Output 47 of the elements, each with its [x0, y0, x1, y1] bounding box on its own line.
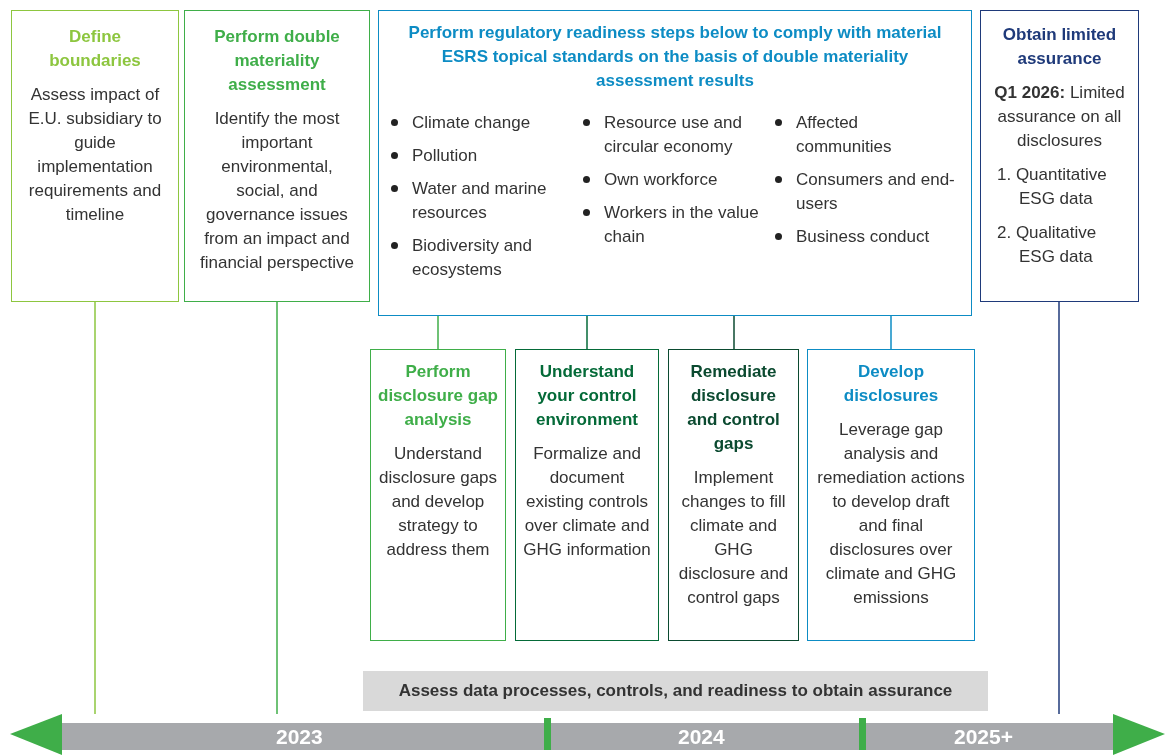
- year-label: 2023: [276, 724, 323, 750]
- step-description: Understand disclosure gaps and develop strategy to address them: [377, 443, 499, 561]
- step-description: Identify the most important environmental, social, and governance issues from an impact and financial perspective: [199, 108, 355, 274]
- step-title: Remediate disclosure and control gaps: [686, 361, 781, 455]
- step-title: Define boundaries: [48, 26, 142, 72]
- step-box: [668, 349, 799, 641]
- list-item: 1. Quantitative ESG data: [997, 164, 1108, 210]
- step-title: Obtain limited assurance: [1001, 24, 1118, 70]
- list-item: 2. Qualitative ESG data: [997, 222, 1098, 268]
- list-item: Biodiversity and ecosystems: [412, 235, 533, 281]
- step-box: [370, 349, 506, 641]
- step-box: [378, 10, 972, 316]
- step-box: [807, 349, 975, 641]
- step-box: [515, 349, 659, 641]
- step-title: Understand your control environment: [535, 361, 639, 431]
- connector-line: [94, 301, 96, 715]
- list-item: Business conduct: [796, 226, 930, 248]
- step-box: [980, 10, 1139, 302]
- step-description: Assess impact of E.U. subsidiary to guide implementation requirements and timeline: [27, 84, 163, 226]
- list-item: Workers in the value chain: [604, 202, 760, 248]
- year-label: 2025+: [954, 724, 1013, 750]
- step-title: Perform regulatory readiness steps below to comply with material ESRS topical standards on the basis of double materiality assessment results: [407, 22, 943, 92]
- list-item: Own workforce: [604, 169, 718, 191]
- step-description: Q1 2026: Limited assurance on all disclosures: [993, 82, 1126, 152]
- step-title: Perform disclosure gap analysis: [377, 361, 499, 431]
- connector-line: [586, 315, 588, 350]
- connector-line: [276, 301, 278, 715]
- connector-line: [1058, 301, 1060, 715]
- year-label: 2024: [678, 724, 725, 750]
- note-text: Assess data processes, controls, and readiness to obtain assurance: [398, 681, 953, 701]
- step-description: Leverage gap analysis and remediation actions to develop draft and final disclosures over climate and GHG emissions: [816, 419, 966, 609]
- list-item: Affected communities: [796, 112, 893, 158]
- list-item: Pollution: [412, 145, 478, 167]
- step-description: Implement changes to fill climate and GHG disclosure and control gaps: [677, 467, 790, 609]
- step-title: Develop disclosures: [842, 361, 940, 407]
- step-title: Perform double materiality assessment: [213, 26, 341, 96]
- list-item: Consumers and end-users: [796, 169, 956, 215]
- note-bar: [363, 671, 988, 711]
- connector-line: [733, 315, 735, 350]
- list-item: Resource use and circular economy: [604, 112, 743, 158]
- connector-line: [437, 315, 439, 350]
- connector-line: [890, 315, 892, 350]
- list-item: Climate change: [412, 112, 531, 134]
- step-box: [11, 10, 179, 302]
- list-item: Water and marine resources: [412, 178, 548, 224]
- step-box: [184, 10, 370, 302]
- step-description: Formalize and document existing controls over climate and GHG information: [522, 443, 652, 561]
